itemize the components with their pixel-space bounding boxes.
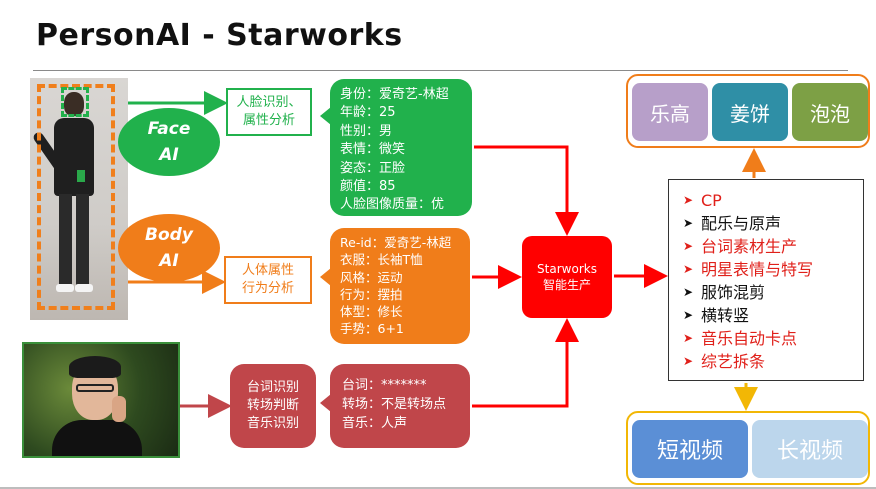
face-analysis-line-1: 人脸识别、 xyxy=(236,95,302,110)
face-detection-box xyxy=(61,87,89,117)
starworks-production-node: Starworks 智能生产 xyxy=(522,236,612,318)
face-ai-label-1: Face xyxy=(147,119,191,139)
video-attribute: 转场：不是转场点 xyxy=(342,397,447,412)
body-attribute: 衣服：长袖T恤 xyxy=(340,252,423,268)
chevron-right-icon: ➤ xyxy=(683,216,694,230)
chevron-right-icon: ➤ xyxy=(683,354,694,368)
video-format-tiles-group: 短视频 长视频 xyxy=(626,411,870,485)
face-attribute: 性别：男 xyxy=(340,123,393,139)
tile-lego: 乐高 xyxy=(632,83,708,141)
face-attribute: 表情：微笑 xyxy=(340,142,406,158)
video-attribute: 台词：******* xyxy=(342,378,427,393)
body-analysis-line-2: 行为分析 xyxy=(241,281,294,296)
product-tiles-group: 乐高 姜饼 泡泡 xyxy=(626,74,870,148)
list-item: ➤CP xyxy=(683,191,722,210)
video-attribute: 音乐：人声 xyxy=(342,416,408,431)
body-detection-box xyxy=(37,84,115,310)
list-item: ➤明星表情与特写 xyxy=(683,260,814,279)
video-task: 音乐识别 xyxy=(246,416,299,431)
output-list: ➤CP ➤配乐与原声 ➤台词素材生产 ➤明星表情与特写 ➤服饰混剪 ➤横转竖 ➤… xyxy=(668,179,864,381)
chevron-right-icon: ➤ xyxy=(683,285,694,299)
chevron-right-icon: ➤ xyxy=(683,308,694,322)
tile-gingerbread: 姜饼 xyxy=(712,83,788,141)
title-divider xyxy=(33,70,848,71)
list-item: ➤服饰混剪 xyxy=(683,283,766,302)
list-item: ➤综艺拆条 xyxy=(683,352,766,371)
video-task: 转场判断 xyxy=(246,398,299,413)
starworks-label: Starworks xyxy=(537,262,597,276)
body-attribute: 手势：6+1 xyxy=(340,321,404,337)
video-attributes-callout: 台词：******* 转场：不是转场点 音乐：人声 xyxy=(320,364,470,448)
chevron-right-icon: ➤ xyxy=(683,262,694,276)
face-attributes-callout: 身份：爱奇艺-林超 年龄：25 性别：男 表情：微笑 姿态：正脸 颜值：85 人… xyxy=(320,79,472,216)
face-attribute: 颜值：85 xyxy=(340,179,396,195)
starworks-sublabel: 智能生产 xyxy=(542,278,591,292)
chevron-right-icon: ➤ xyxy=(683,331,694,345)
body-attributes-callout: Re-id：爱奇艺-林超 衣服：长袖T恤 风格：运动 行为：摆拍 体型：修长 手… xyxy=(320,228,470,344)
video-task: 台词识别 xyxy=(246,380,299,395)
list-item: ➤音乐自动卡点 xyxy=(683,329,798,348)
video-tasks-box: 台词识别 转场判断 音乐识别 xyxy=(230,364,316,448)
face-attribute: 姿态：正脸 xyxy=(340,160,406,176)
tile-long-video: 长视频 xyxy=(752,420,868,478)
body-attribute: 风格：运动 xyxy=(340,269,403,285)
body-attribute: Re-id：爱奇艺-林超 xyxy=(340,235,452,250)
body-attribute: 体型：修长 xyxy=(340,304,403,320)
face-attribute: 人脸图像质量：优 xyxy=(340,197,445,213)
tile-short-video: 短视频 xyxy=(632,420,748,478)
tile-bubble: 泡泡 xyxy=(792,83,868,141)
chevron-right-icon: ➤ xyxy=(683,239,694,253)
list-item: ➤横转竖 xyxy=(683,306,750,325)
face-analysis-line-2: 属性分析 xyxy=(242,113,295,128)
face-ai-node: Face AI xyxy=(118,108,220,176)
video-frame-photo xyxy=(22,342,180,458)
body-ai-node: Body AI xyxy=(118,214,220,282)
list-item: ➤台词素材生产 xyxy=(683,237,798,256)
list-item: ➤配乐与原声 xyxy=(683,214,782,233)
face-ai-label-2: AI xyxy=(159,145,179,165)
person-photo xyxy=(30,78,128,320)
face-to-center-arrow xyxy=(474,145,579,236)
body-analysis-line-1: 人体属性 xyxy=(241,263,294,278)
page-title: PersonAI - Starworks xyxy=(36,18,403,53)
face-attribute: 身份：爱奇艺-林超 xyxy=(340,87,449,102)
body-analysis-box: 人体属性 行为分析 xyxy=(224,256,312,304)
video-to-center-arrow xyxy=(472,318,579,408)
body-ai-label-1: Body xyxy=(145,225,193,245)
slide-bottom-border xyxy=(0,487,876,489)
body-ai-label-2: AI xyxy=(159,251,179,271)
chevron-right-icon: ➤ xyxy=(683,193,694,207)
face-analysis-box: 人脸识别、 属性分析 xyxy=(226,88,312,136)
face-attribute: 年龄：25 xyxy=(340,105,396,121)
body-attribute: 行为：摆拍 xyxy=(340,286,403,302)
